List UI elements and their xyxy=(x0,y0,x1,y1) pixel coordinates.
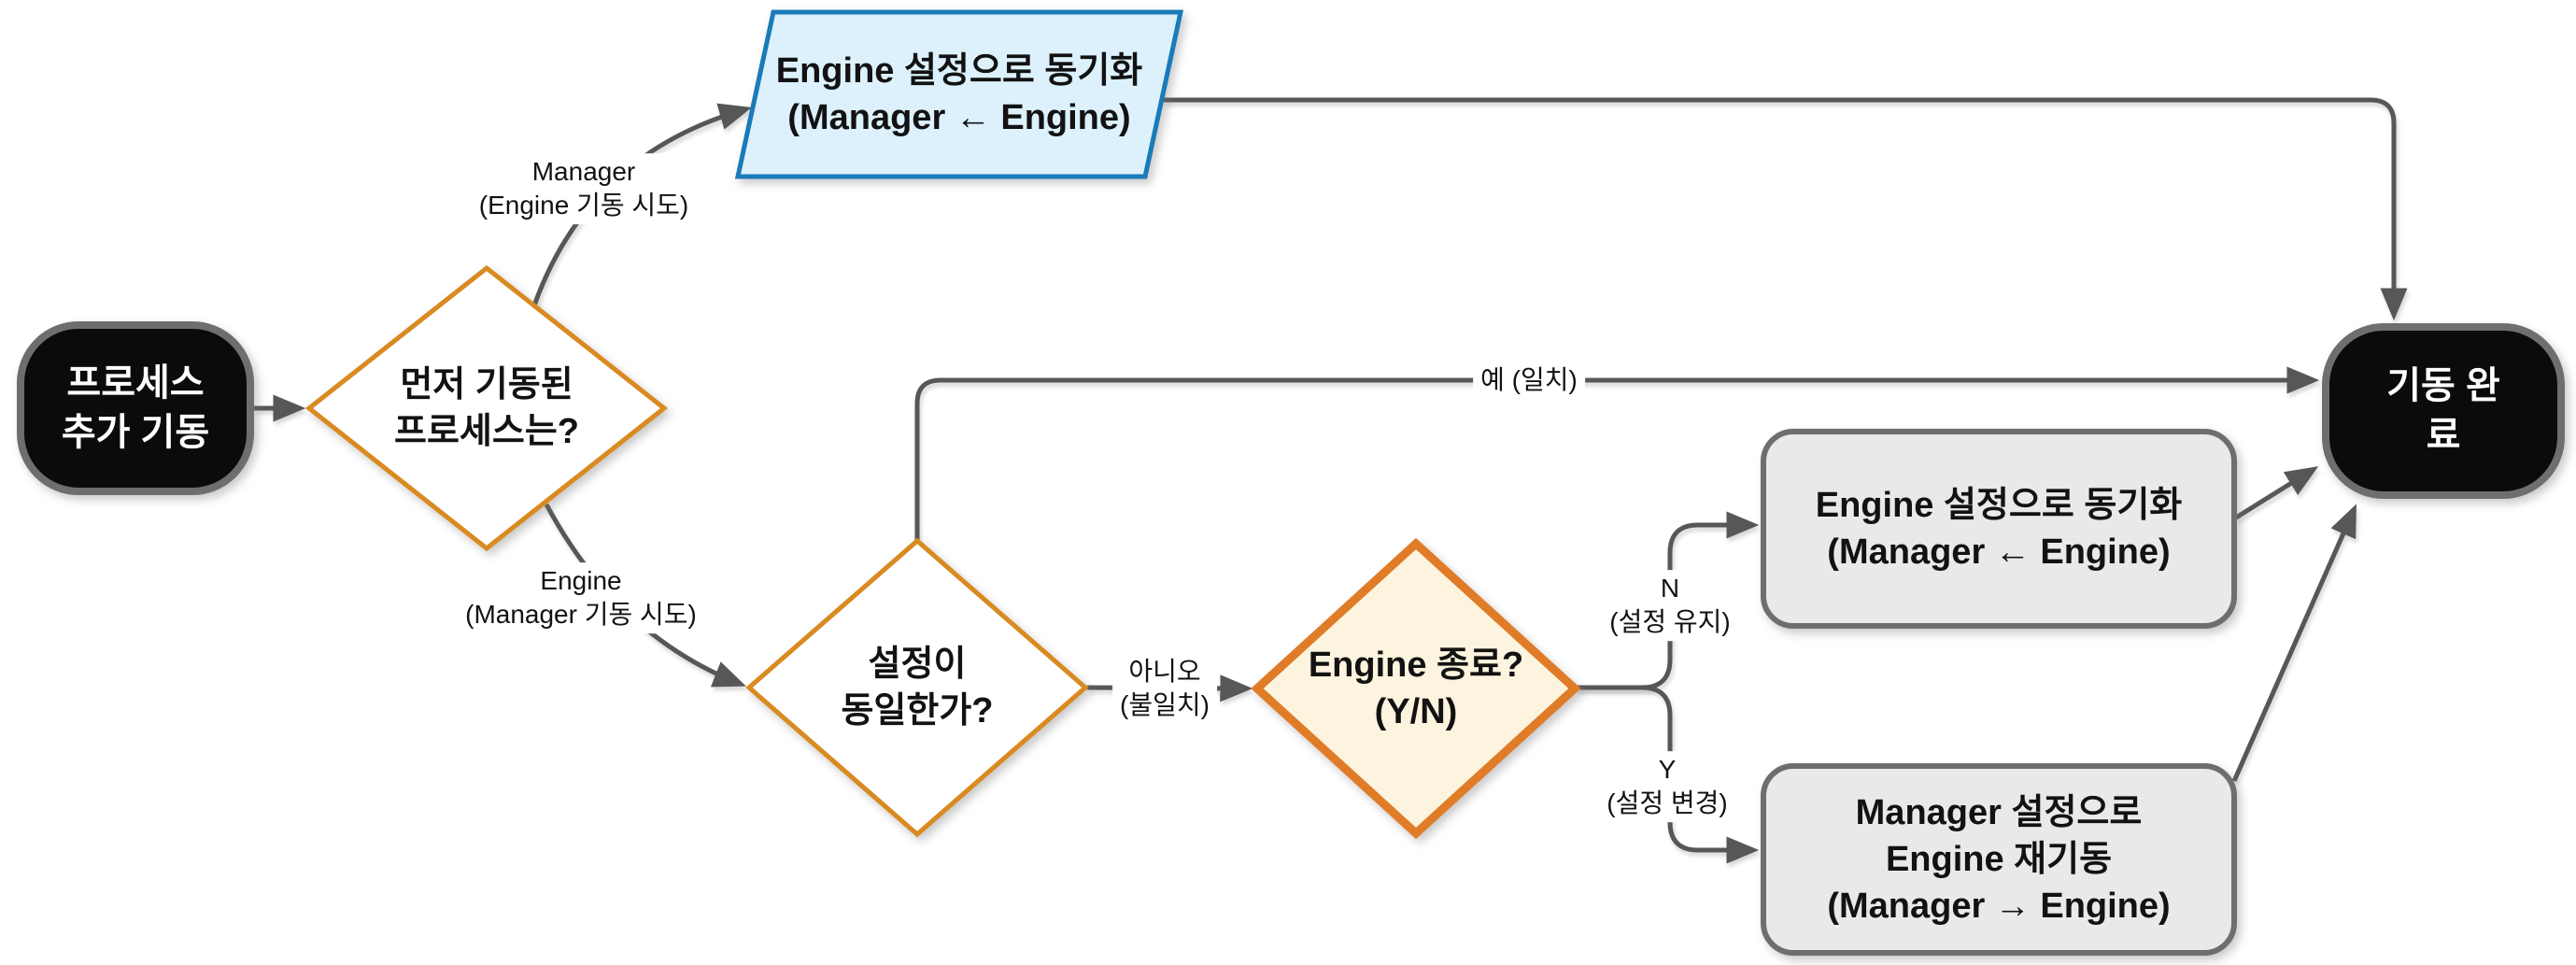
edge-label-n-keep-config: N (설정 유지) xyxy=(1602,570,1738,641)
edge-sync-parallelogram-to-end xyxy=(1164,97,2408,321)
engine-shutdown-decision xyxy=(1251,537,1581,840)
same-config-decision-label: 설정이 동일한가? xyxy=(841,644,994,731)
restart-engine-box-label: Manager 설정으로 Engine 재기동 (Manager → Engin… xyxy=(1827,792,2171,927)
edge-label-manager-branch: Manager (Engine 기동 시도) xyxy=(471,153,697,224)
edge-label-y-change-config: Y (설정 변경) xyxy=(1599,751,1735,822)
edge-sync-box-to-end xyxy=(2234,466,2319,520)
edge-label-engine-branch: Engine (Manager 기동 시도) xyxy=(458,562,704,633)
sync-engine-box-label: Engine 설정으로 동기화 (Manager ← Engine) xyxy=(1815,485,2183,572)
end-node xyxy=(2322,323,2565,499)
start-node-label: 프로세스 추가 기동 xyxy=(61,362,210,453)
first-process-decision xyxy=(304,264,669,552)
edge-restart-box-to-end xyxy=(2231,504,2357,783)
engine-shutdown-decision-label: Engine 종료? (Y/N) xyxy=(1308,645,1524,731)
edge-yes-to-end xyxy=(914,366,2320,541)
edge-label-no-mismatch: 아니오 (불일치) xyxy=(1112,653,1217,724)
edge-label-yes-match: 예 (일치) xyxy=(1473,362,1585,399)
start-node xyxy=(17,321,254,495)
sync-engine-box xyxy=(1761,429,2237,629)
restart-engine-box xyxy=(1761,763,2237,956)
sync-parallelogram-label: Engine 설정으로 동기화 (Manager ← Engine) xyxy=(775,50,1143,137)
end-node-label: 기동 완료 xyxy=(2386,365,2500,456)
first-process-decision-label: 먼저 기동된 프로세스는? xyxy=(393,364,580,451)
sync-parallelogram xyxy=(734,9,1184,179)
same-config-decision xyxy=(745,537,1089,838)
